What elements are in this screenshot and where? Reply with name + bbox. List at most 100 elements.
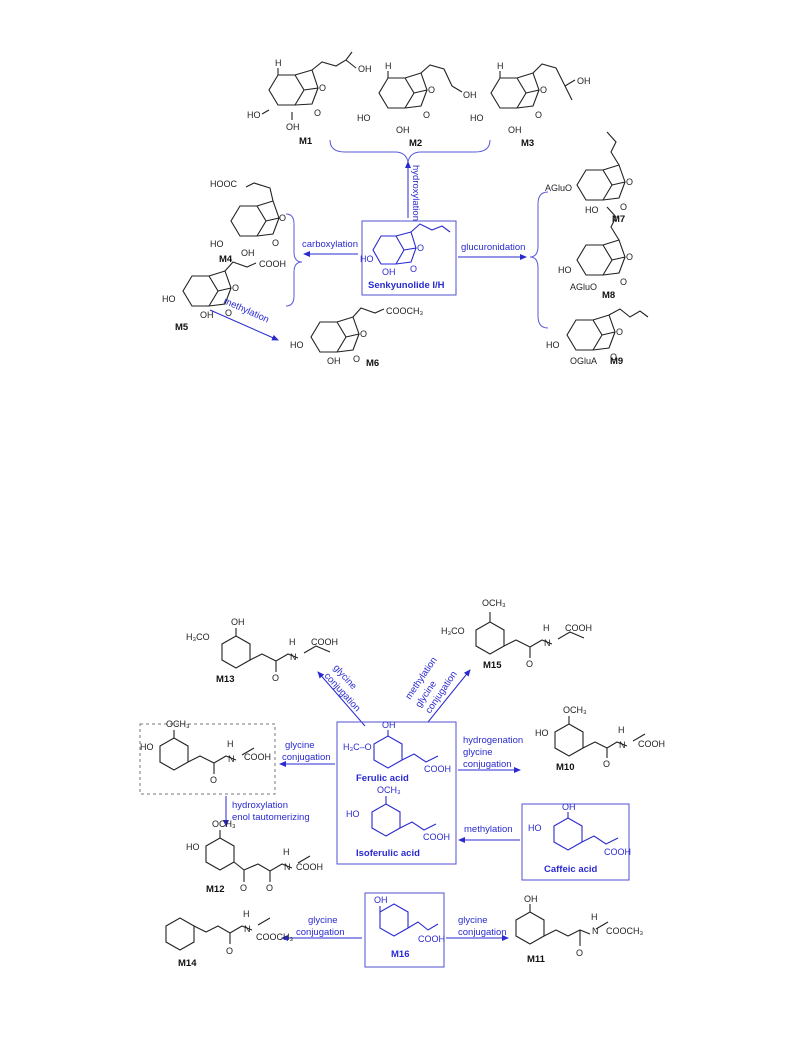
label-glucuronidation: glucuronidation xyxy=(461,242,525,253)
atom-label: OH xyxy=(327,356,341,366)
atom-label: OH xyxy=(382,267,396,277)
atom-label: H xyxy=(591,912,598,922)
structure-m10: OCH₃ HO H N O COOH M10 xyxy=(535,705,665,773)
atom-label: COOH xyxy=(259,259,286,269)
atom-label: N xyxy=(619,740,626,750)
atom-label: hydrogenation xyxy=(463,735,523,746)
atom-label: COOCH₃ xyxy=(386,306,423,316)
label-m5: M5 xyxy=(175,322,189,333)
structure-m7: HO OGluA O O M9 xyxy=(546,308,649,367)
atom-label: OH xyxy=(396,125,410,135)
brace-right xyxy=(529,191,549,329)
atom-label: O xyxy=(610,352,617,362)
box-ferulic-isoferulic xyxy=(336,721,457,865)
atom-label: AGluO xyxy=(570,282,597,292)
label-senkyunolide: Senkyunolide I/H xyxy=(368,280,445,291)
atom-label: COOH xyxy=(296,862,323,872)
structure-m13: OH H₃CO H N O COOH M13 xyxy=(186,617,338,685)
structure-m2: H OH HO OH O O M2 xyxy=(357,61,477,149)
label-m9: M8 xyxy=(602,290,615,301)
atom-label: conjugation xyxy=(458,927,507,938)
label-ferulic-acid: Ferulic acid xyxy=(356,773,409,784)
atom-label: O xyxy=(603,759,610,769)
label-m14: M15 xyxy=(483,660,502,671)
atom-label: OH xyxy=(508,125,522,135)
atom-label: HOOC xyxy=(210,179,238,189)
box-senkyunolide xyxy=(361,220,457,296)
atom-label: OH xyxy=(382,720,396,730)
brace-left xyxy=(285,213,303,307)
label-m13: M13 xyxy=(216,674,234,685)
atom-label: OH xyxy=(577,76,591,86)
label-m6: M6 xyxy=(366,358,379,369)
atom-label: H xyxy=(497,61,504,71)
structure-isoferulic-acid: OCH₃ HO COOH xyxy=(346,785,450,842)
atom-label: OH xyxy=(241,248,255,258)
label-m12: M12 xyxy=(206,884,224,895)
atom-label: enol tautomerizing xyxy=(232,812,310,823)
atom-label: conjugation xyxy=(282,752,331,763)
structure-m14: OCH₃ H₃CO H N O COOH M15 xyxy=(441,598,592,671)
atom-label: N xyxy=(244,924,251,934)
structure-m8: AGluO HO O O M7 xyxy=(545,131,633,225)
box-intermediate xyxy=(139,723,276,795)
label-m8: M7 xyxy=(612,214,625,225)
structure-m3: H OH HO OH O O M3 xyxy=(470,61,591,149)
atom-label: N xyxy=(544,638,551,648)
atom-label: COOH xyxy=(565,623,592,633)
atom-label: HO xyxy=(290,340,304,350)
atom-label: OH xyxy=(524,894,538,904)
atom-label: HO xyxy=(186,842,200,852)
atom-label: O xyxy=(417,243,424,253)
atom-label: COOH xyxy=(244,752,271,762)
structure-m4: HOOC HO OH O O M4 xyxy=(210,179,286,265)
arrow-methylation xyxy=(209,309,279,341)
atom-label: methylation xyxy=(464,824,513,835)
atom-label: N xyxy=(284,862,291,872)
arrow-to-m13 xyxy=(317,671,366,727)
atom-label: O xyxy=(540,85,547,95)
atom-label: O xyxy=(626,252,633,262)
structure-m1: H OH HO OH O O M1 xyxy=(247,51,372,147)
structure-m11: OH H N O COOCH₃ M11 xyxy=(515,894,643,965)
atom-label: O xyxy=(428,85,435,95)
box-m16 xyxy=(364,892,445,968)
atom-label: O xyxy=(314,108,321,118)
atom-label: O xyxy=(576,948,583,958)
structure-m5: COOH HO OH O O M5 xyxy=(162,259,286,333)
atom-label: COOH xyxy=(604,847,631,857)
atom-label: H₃CO xyxy=(441,626,465,636)
atom-label: H xyxy=(227,739,234,749)
atom-label: O xyxy=(272,673,279,683)
atom-label: HO xyxy=(210,239,224,249)
label-m15: M14 xyxy=(178,958,197,969)
atom-label: conjugation xyxy=(296,927,345,938)
label-m1: M1 xyxy=(299,136,313,147)
atom-label: OCH₃ xyxy=(482,598,506,608)
atom-label: H xyxy=(243,909,250,919)
atom-label: O xyxy=(225,308,232,318)
atom-label: HO xyxy=(357,113,371,123)
atom-label: HO xyxy=(162,294,176,304)
structure-m12: OCH₃ HO O O H N COOH M12 xyxy=(186,819,323,895)
label-m2: M2 xyxy=(409,138,422,149)
atom-label: O xyxy=(360,329,367,339)
atom-label: O xyxy=(616,327,623,337)
atom-label: O xyxy=(526,659,533,669)
atom-label: HO xyxy=(535,728,549,738)
box-caffeic-acid xyxy=(521,803,630,881)
atom-label: O xyxy=(240,883,247,893)
structure-intermediate: OCH₃ HO H N O COOH xyxy=(140,719,271,785)
label-m7: M9 xyxy=(610,356,623,367)
label-m3: M3 xyxy=(521,138,534,149)
atom-label: OGluA xyxy=(570,356,597,366)
atom-label: O xyxy=(423,110,430,120)
structure-m6: COOCH₃ HO OH O O M6 xyxy=(290,306,423,369)
atom-label: OCH₃ xyxy=(166,719,190,729)
atom-label: hydroxylation xyxy=(232,800,288,811)
atom-label: H₃CO xyxy=(186,632,210,642)
atom-label: glycine xyxy=(458,915,488,926)
label-m4: M4 xyxy=(219,254,233,265)
atom-label: OH xyxy=(374,895,388,905)
